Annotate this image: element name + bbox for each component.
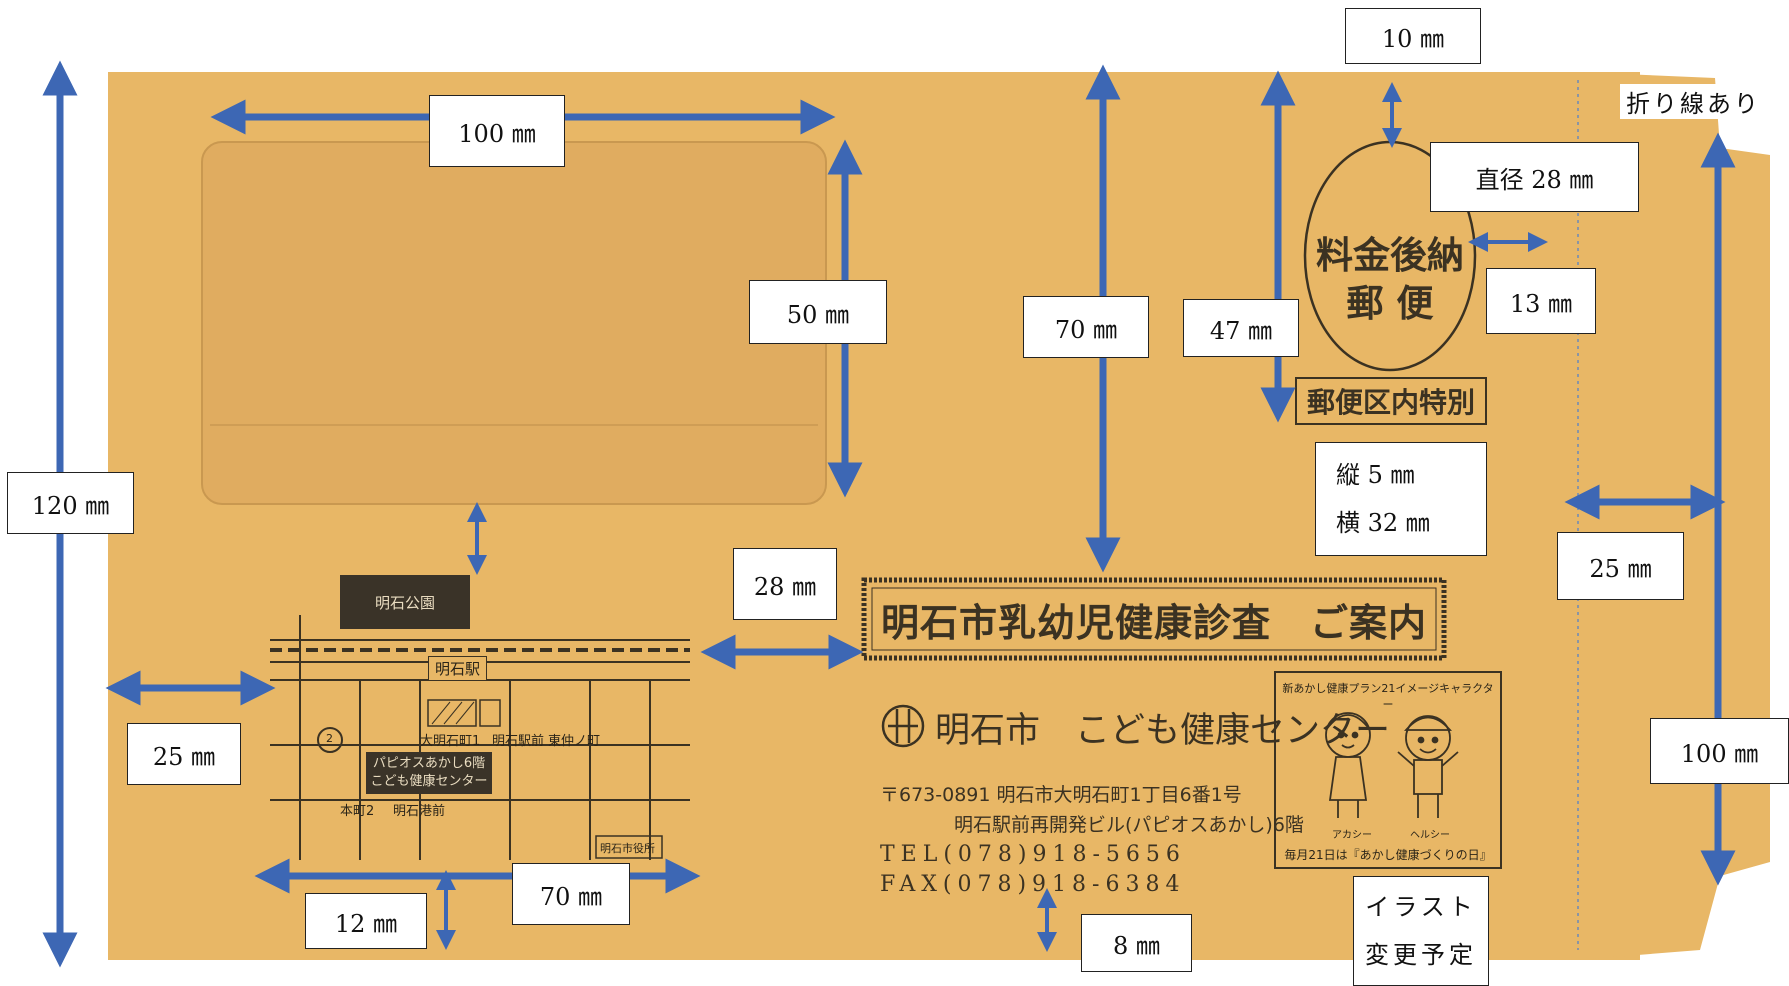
label-top-zone: 47 ㎜ <box>1183 299 1299 357</box>
label-top-title: 70 ㎜ <box>1023 296 1149 358</box>
label-text-bottom: 8 ㎜ <box>1081 914 1192 972</box>
label-stamp-top: 10 ㎜ <box>1345 8 1481 64</box>
tel-number: TEL(078)918-5656 <box>880 842 1186 867</box>
label-flap-height: 100 ㎜ <box>1650 718 1789 784</box>
character-footer: 毎月21日は『あかし健康づくりの日』 <box>1284 848 1492 862</box>
character-healthy <box>1397 715 1459 818</box>
postal-mark-text: 料金後納 郵 便 <box>1310 232 1470 328</box>
character-name-left: アカシー <box>1332 830 1372 841</box>
label-stamp-right: 13 ㎜ <box>1486 268 1596 334</box>
postal-zone-label: 郵便区内特別 <box>1306 386 1475 419</box>
map-stop-honmachi: 本町2 <box>340 804 375 819</box>
map-stop-ekimae: 明石駅前 <box>492 734 545 749</box>
label-flap-width: 25 ㎜ <box>1557 532 1684 600</box>
org-city: 明石市 <box>935 711 1041 751</box>
character-name-right: ヘルシー <box>1410 830 1450 841</box>
map-building-line1: パピオスあかし6階 <box>372 756 486 771</box>
note-illust-line2: 変更予定 <box>1365 941 1477 969</box>
map-building: パピオスあかし6階 こども健康センター <box>366 752 492 794</box>
map-stop-port: 明石港前 <box>393 804 446 819</box>
note-illustration: イラスト 変更予定 <box>1353 876 1489 986</box>
org-center: こども健康センター <box>1075 711 1391 751</box>
map-route: 2 <box>326 732 333 745</box>
postal-line2: 郵 便 <box>1346 282 1434 325</box>
label-window-width: 100 ㎜ <box>429 95 565 167</box>
map-city-hall: 明石市役所 <box>600 842 655 855</box>
map-park: 明石公園 <box>340 575 470 629</box>
note-fold-line: 折り線あり <box>1620 84 1767 119</box>
label-map-left: 25 ㎜ <box>127 723 241 785</box>
label-stamp-diameter: 直径 28 ㎜ <box>1430 142 1639 212</box>
envelope-title: 明石市乳幼児健康診査 ご案内 <box>880 600 1427 645</box>
fax-number: FAX(078)918-6384 <box>880 872 1186 897</box>
label-map-bottom: 12 ㎜ <box>305 893 427 949</box>
address-line2: 明石駅前再開発ビル(パピオスあかし)6階 <box>954 814 1304 836</box>
envelope-window <box>201 141 827 505</box>
map-stop-oakashi: 大明石町1 <box>420 734 481 749</box>
organization-name: 明石市 こども健康センター <box>935 702 1390 753</box>
label-title-left: 28 ㎜ <box>733 548 837 620</box>
character-header: 新あかし健康プラン21イメージキャラクター <box>1282 682 1494 711</box>
map-building-line2: こども健康センター <box>370 774 488 789</box>
character-akashi <box>1325 712 1371 818</box>
character-box <box>1274 671 1502 869</box>
postal-zone-box <box>1295 377 1487 425</box>
label-height-left: 120 ㎜ <box>7 472 134 534</box>
label-zone-size: 縦 5 ㎜ 横 32 ㎜ <box>1315 442 1487 556</box>
city-logo <box>881 704 925 748</box>
label-zone-h: 縦 5 ㎜ <box>1336 461 1415 489</box>
note-illust-line1: イラスト <box>1365 893 1477 921</box>
map-stop-higashi: 東仲ノ町 <box>548 734 601 749</box>
map-station: 明石駅 <box>428 656 488 681</box>
label-window-height: 50 ㎜ <box>749 280 887 344</box>
address-line1: 〒673-0891 明石市大明石町1丁目6番1号 <box>880 784 1242 806</box>
title-border <box>861 577 1447 661</box>
label-zone-w: 横 32 ㎜ <box>1336 509 1430 537</box>
postal-line1: 料金後納 <box>1316 234 1464 277</box>
label-map-width: 70 ㎜ <box>512 863 630 925</box>
